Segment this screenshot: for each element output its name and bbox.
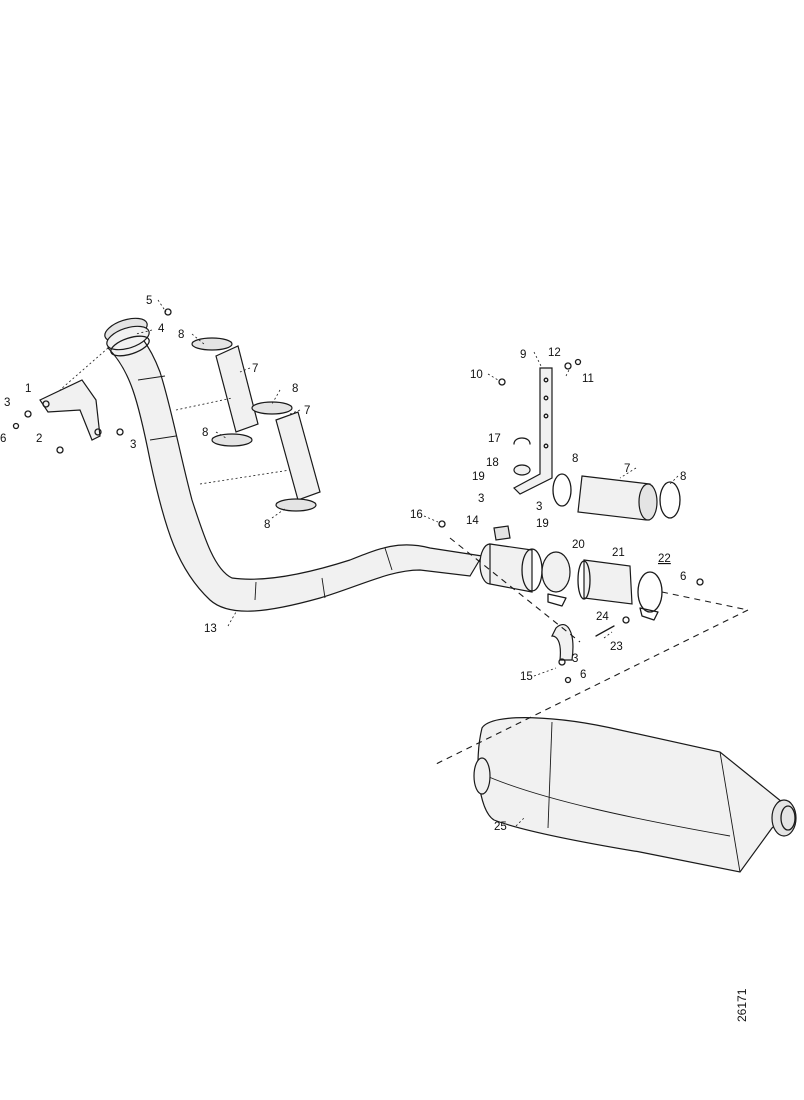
callout-21: 21 xyxy=(612,547,625,559)
callout-labels: 5 4 1 3 6 2 3 8 7 8 7 8 8 13 9 12 10 11 … xyxy=(0,295,686,833)
callout-17: 17 xyxy=(488,433,501,445)
callout-2: 2 xyxy=(36,433,42,445)
callout-1: 1 xyxy=(25,383,31,395)
callout-3: 3 xyxy=(130,439,136,451)
callout-6: 6 xyxy=(0,433,6,445)
alignment-lines xyxy=(59,347,749,765)
callout-6: 6 xyxy=(680,571,686,583)
callout-5: 5 xyxy=(146,295,152,307)
callout-4: 4 xyxy=(158,323,165,335)
callout-19: 19 xyxy=(472,471,485,483)
callout-19: 19 xyxy=(536,518,549,530)
callout-15: 15 xyxy=(520,671,533,683)
callout-3: 3 xyxy=(572,653,578,665)
callout-23: 23 xyxy=(610,641,623,653)
exhaust-pipe-13 xyxy=(106,337,483,612)
muffler-25 xyxy=(473,717,797,873)
callout-8: 8 xyxy=(292,383,298,395)
callout-7: 7 xyxy=(624,463,630,475)
callout-8: 8 xyxy=(680,471,686,483)
callout-20: 20 xyxy=(572,539,585,551)
callout-22: 22 xyxy=(658,553,671,565)
pipe-7-upper xyxy=(191,337,259,447)
connector-group xyxy=(438,520,704,637)
callout-13: 13 xyxy=(204,623,217,635)
leader-lines xyxy=(135,299,679,827)
callout-8: 8 xyxy=(178,329,184,341)
callout-10: 10 xyxy=(470,369,483,381)
callout-3: 3 xyxy=(536,501,542,513)
callout-8: 8 xyxy=(264,519,270,531)
flange-ring-4 xyxy=(104,317,150,357)
callout-3: 3 xyxy=(478,493,484,505)
callout-18: 18 xyxy=(486,457,499,469)
callout-24: 24 xyxy=(596,611,609,623)
bracket-1 xyxy=(12,308,172,454)
callout-9: 9 xyxy=(520,349,526,361)
callout-25: 25 xyxy=(494,821,507,833)
callout-12: 12 xyxy=(548,347,561,359)
callout-14: 14 xyxy=(466,515,479,527)
callout-7: 7 xyxy=(304,405,310,417)
callout-11: 11 xyxy=(582,373,594,385)
callout-16: 16 xyxy=(410,509,423,521)
saddle-clamp-15 xyxy=(551,623,574,684)
hanger-bracket-9 xyxy=(498,358,582,495)
callout-8: 8 xyxy=(572,453,578,465)
pipe-7-right xyxy=(552,473,681,521)
callout-8: 8 xyxy=(202,427,208,439)
figure-number: 26171 xyxy=(735,988,749,1022)
callout-7: 7 xyxy=(252,363,258,375)
pipe-7-lower xyxy=(251,401,321,512)
callout-6: 6 xyxy=(580,669,586,681)
callout-3: 3 xyxy=(4,397,10,409)
